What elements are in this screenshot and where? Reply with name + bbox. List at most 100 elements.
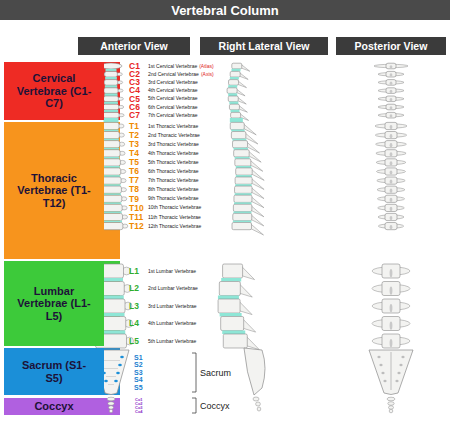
spinous-process bbox=[390, 216, 393, 220]
vertebra-name: 6th Cervical Vertebrae bbox=[148, 105, 197, 110]
vertebra-number: T3 bbox=[129, 140, 139, 149]
vertebral-arch bbox=[385, 186, 397, 193]
coccyx-segment bbox=[253, 397, 259, 401]
spinous-process bbox=[390, 180, 393, 184]
vertebral-body bbox=[233, 204, 252, 211]
sacral-foramen bbox=[401, 356, 404, 358]
vertebral-body bbox=[221, 317, 244, 331]
vertebral-body bbox=[235, 177, 252, 184]
vertebra-name: 5th Thoracic Vertebrae bbox=[148, 160, 199, 165]
spinous-process bbox=[243, 319, 256, 332]
vertebral-body bbox=[101, 168, 121, 175]
view-header: Right Lateral View bbox=[200, 37, 328, 55]
spinous-process bbox=[251, 178, 264, 189]
spinous-process bbox=[251, 206, 264, 217]
intervertebral-disc bbox=[218, 296, 239, 300]
vertebra-number: S3 bbox=[134, 369, 143, 376]
vertebra-name: 9th Thoracic Vertebrae bbox=[148, 196, 199, 201]
spinous-process bbox=[390, 143, 393, 147]
sacral-foramen bbox=[397, 372, 400, 374]
posterior-spine bbox=[369, 63, 413, 413]
vertebra-name: 1st Lumbar Vertebrae bbox=[148, 269, 196, 274]
vertebra-number: T5 bbox=[129, 158, 139, 167]
vertebra-number: L3 bbox=[129, 302, 139, 311]
vertebra-number: T4 bbox=[129, 149, 139, 158]
intervertebral-disc bbox=[220, 313, 242, 317]
sacrum-bracket bbox=[192, 353, 196, 392]
title-bar bbox=[0, 0, 450, 20]
vertebral-arch bbox=[386, 71, 396, 77]
vertebral-body bbox=[234, 150, 250, 157]
sacral-foramen bbox=[116, 372, 120, 375]
intervertebral-disc bbox=[230, 118, 243, 122]
vertebral-body bbox=[218, 299, 240, 313]
vertebral-body bbox=[236, 168, 253, 175]
intervertebral-disc bbox=[228, 85, 237, 88]
vertebra-name: 3rd Lumbar Vertebrae bbox=[148, 304, 197, 309]
lateral-spine bbox=[218, 63, 265, 411]
vertebral-arch bbox=[386, 80, 396, 86]
vertebra-number: T8 bbox=[129, 185, 139, 194]
vertebral-arch bbox=[385, 168, 397, 175]
region-band: Cervical Vertebrae (C1-C7) bbox=[4, 62, 104, 120]
coccyx-segment bbox=[256, 402, 261, 406]
vertebral-arch bbox=[386, 96, 396, 102]
band-text: Coccyx bbox=[34, 400, 73, 413]
vertebra-name: 6th Thoracic Vertebrae bbox=[148, 169, 199, 174]
vertebral-body bbox=[102, 150, 120, 157]
vertebral-body bbox=[229, 80, 239, 86]
sacral-foramen bbox=[395, 380, 398, 382]
band-text: Lumbar Vertebrae (L1-L5) bbox=[15, 285, 93, 323]
vertebral-arch bbox=[382, 282, 400, 296]
spinous-process bbox=[390, 98, 393, 101]
region-band: Sacrum (S1-S5) bbox=[4, 348, 104, 395]
vertebra-name: 4th Cervical Vertebrae bbox=[148, 88, 197, 93]
spinous-process bbox=[390, 106, 393, 109]
vertebra-name: 1st Cervical Vertebrae bbox=[148, 64, 197, 69]
spinous-process bbox=[390, 65, 393, 68]
spinous-process bbox=[390, 207, 393, 211]
vertebral-body bbox=[219, 282, 240, 296]
spinous-process bbox=[390, 321, 393, 329]
spinous-process bbox=[390, 170, 393, 174]
vertebral-arch bbox=[385, 159, 397, 166]
intervertebral-disc bbox=[229, 102, 238, 105]
vertebral-body bbox=[228, 96, 238, 102]
vertebral-arch bbox=[382, 317, 400, 331]
vertebral-arch bbox=[385, 213, 397, 220]
vertebra-number: L1 bbox=[129, 267, 139, 276]
vertebra-name: 7th Cervical Vertebrae bbox=[148, 113, 197, 118]
vertebra-name: 4th Lumbar Vertebrae bbox=[148, 321, 196, 326]
vertebral-arch bbox=[385, 223, 397, 230]
vertebra-number: T12 bbox=[129, 222, 144, 231]
band-text: Sacrum (S1-S5) bbox=[15, 359, 93, 384]
spinous-process bbox=[390, 198, 393, 202]
vertebra-number: T7 bbox=[129, 176, 139, 185]
sacral-foramen bbox=[114, 380, 118, 383]
coccyx-segment bbox=[109, 406, 114, 410]
spinous-process bbox=[251, 169, 264, 180]
intervertebral-disc bbox=[105, 85, 117, 88]
sacral-foramen bbox=[118, 364, 122, 367]
region-band: Thoracic Vertebrae (T1-T12) bbox=[4, 122, 104, 259]
sacral-ridge bbox=[106, 376, 116, 377]
vertebra-number: S1 bbox=[134, 354, 143, 361]
vertebra-name: 4th Thoracic Vertebrae bbox=[148, 151, 199, 156]
spinous-process bbox=[390, 125, 393, 129]
title-text: Vertebral Column bbox=[171, 4, 279, 17]
vertebral-arch bbox=[385, 195, 397, 202]
vertebral-body bbox=[104, 80, 117, 86]
spinous-process bbox=[238, 81, 247, 88]
spinous-process bbox=[239, 72, 248, 79]
spinous-process bbox=[390, 339, 393, 347]
median-crest bbox=[391, 352, 392, 390]
coccyx-segment bbox=[107, 397, 115, 401]
spinous-process bbox=[251, 224, 264, 235]
vertebral-body bbox=[102, 159, 121, 166]
intervertebral-disc bbox=[221, 278, 241, 282]
band-text: Thoracic Vertebrae (T1-T12) bbox=[15, 172, 93, 210]
spinous-process bbox=[390, 134, 393, 138]
spinous-process bbox=[241, 64, 250, 71]
vertebral-arch bbox=[382, 264, 400, 278]
view-header: Posterior View bbox=[336, 37, 446, 55]
